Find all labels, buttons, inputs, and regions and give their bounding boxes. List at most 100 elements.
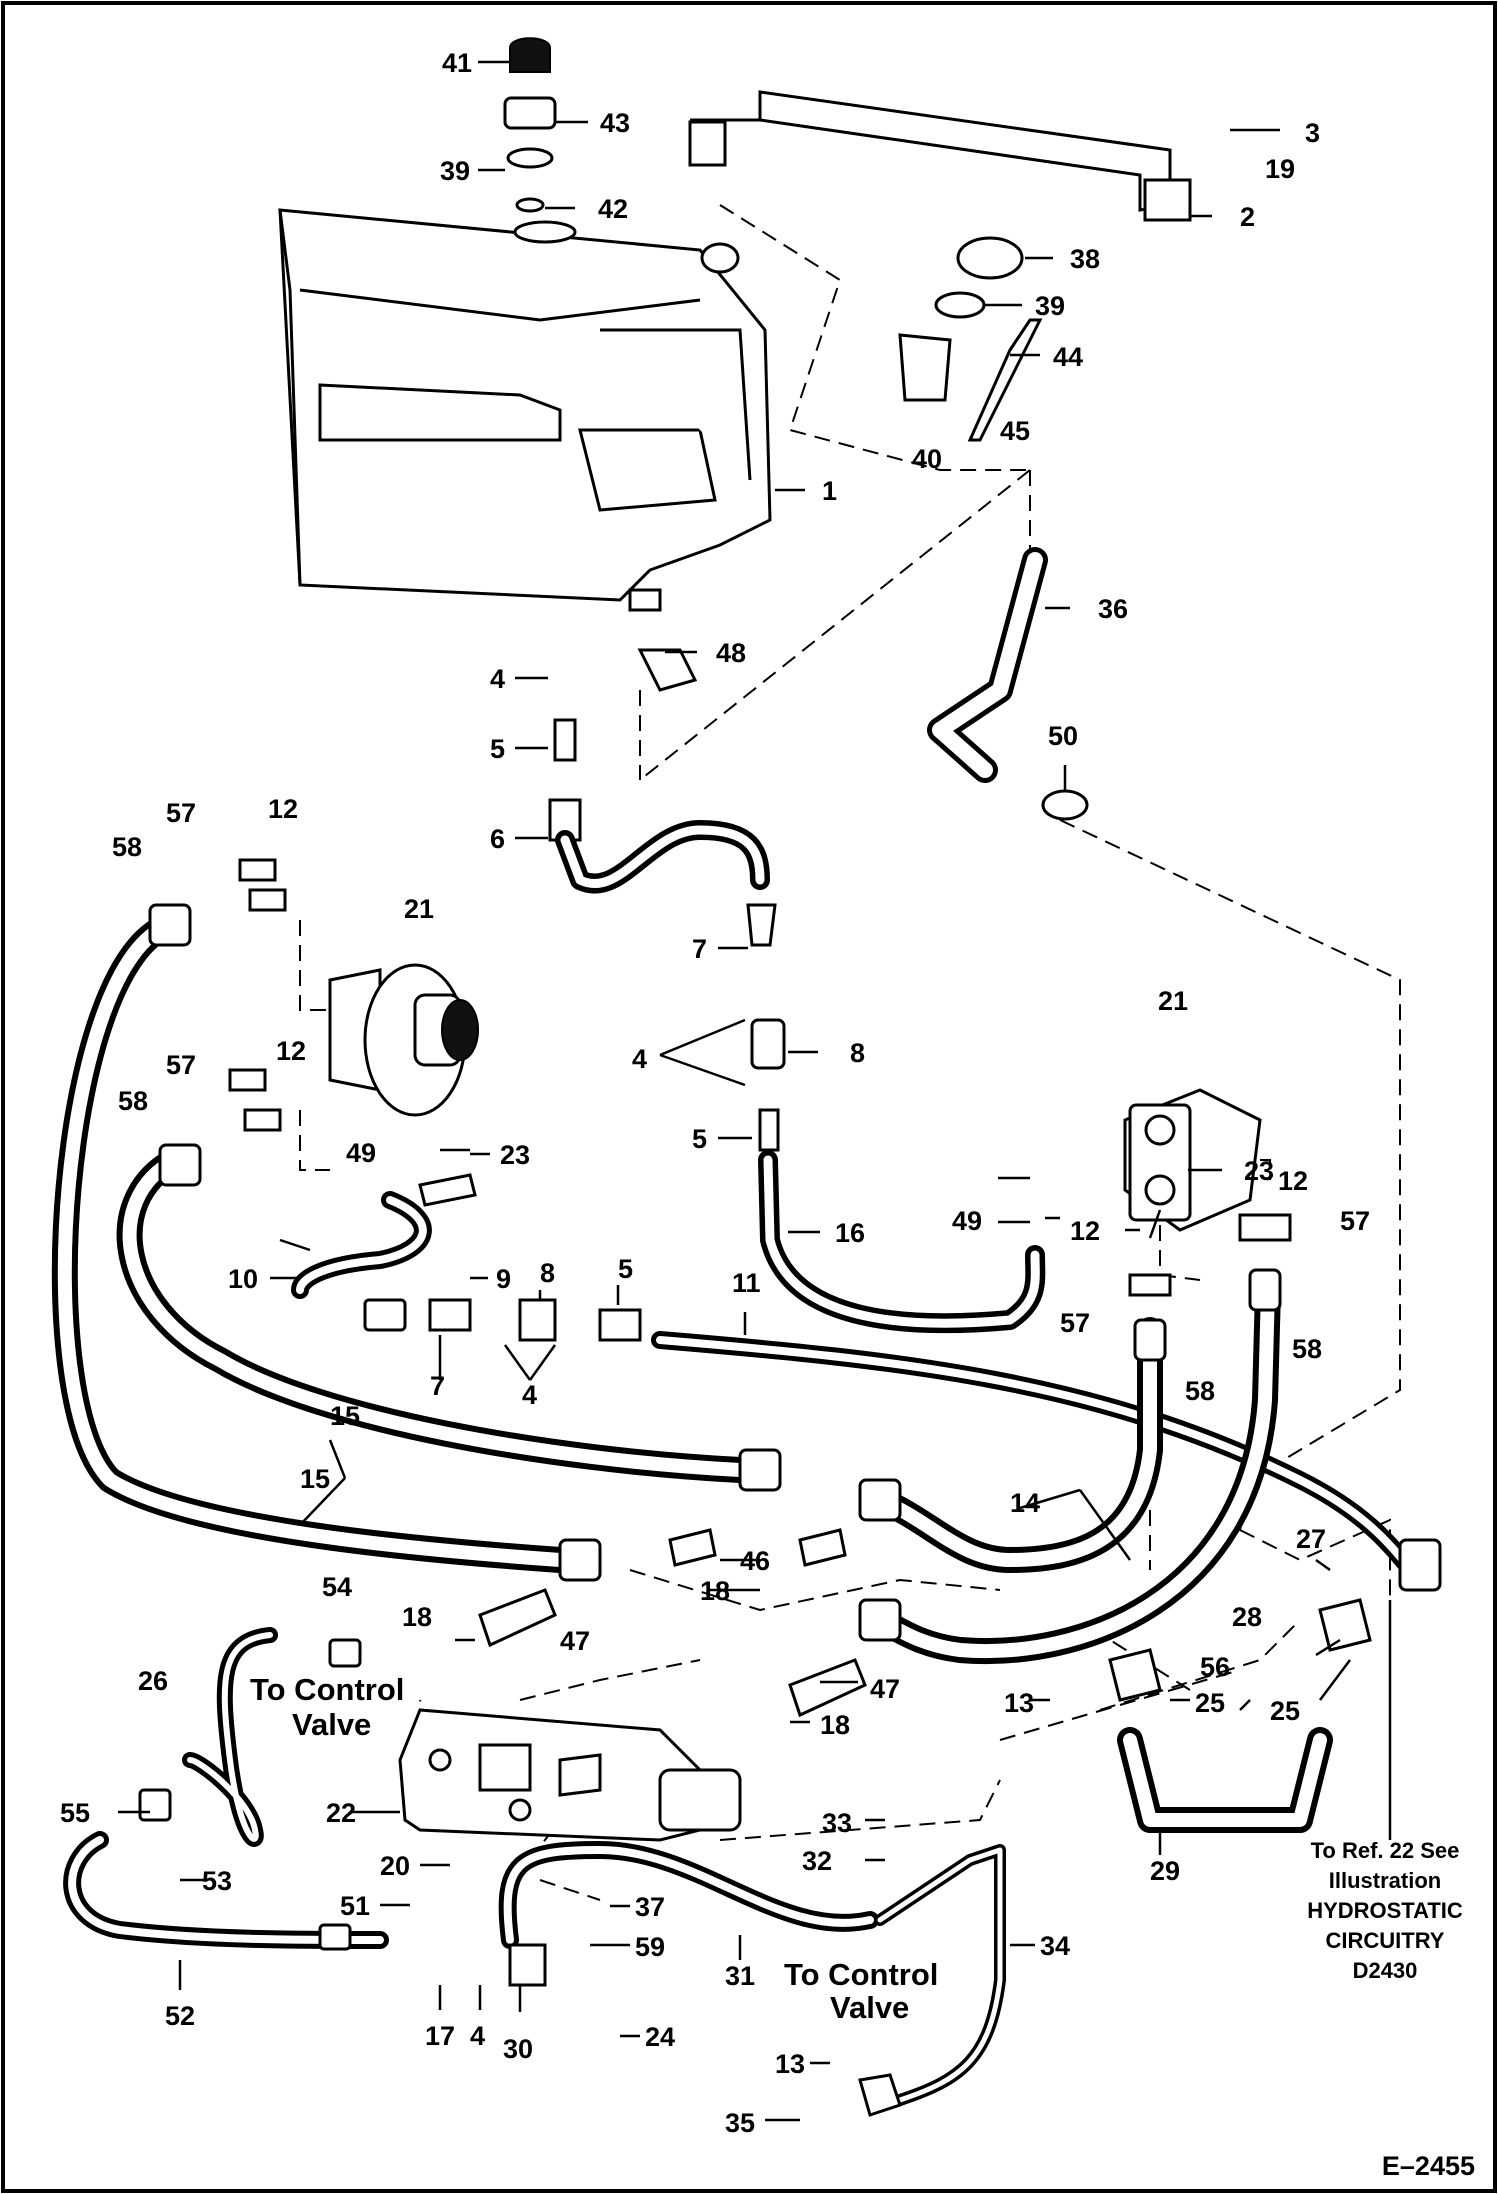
- leader-lines: [118, 60, 1392, 2122]
- callout-49: 49: [952, 1206, 982, 1236]
- callout-45: 45: [1000, 416, 1030, 446]
- callout-7: 7: [692, 934, 707, 964]
- callout-4: 4: [522, 1380, 537, 1410]
- callout-49: 49: [346, 1138, 376, 1168]
- drive-motor-right: [1123, 1088, 1262, 1232]
- callout-56: 56: [1200, 1652, 1230, 1682]
- callout-37: 37: [635, 1892, 665, 1922]
- callout-57: 57: [1340, 1206, 1370, 1236]
- callout-58: 58: [118, 1086, 148, 1116]
- callout-11: 11: [732, 1268, 761, 1298]
- callout-39: 39: [1035, 291, 1065, 321]
- callout-21: 21: [404, 894, 434, 924]
- callout-7: 7: [430, 1371, 445, 1401]
- callout-12: 12: [268, 794, 298, 824]
- callout-57: 57: [1060, 1308, 1090, 1338]
- callout-15: 15: [300, 1464, 330, 1494]
- figure-id: E–2455: [1382, 2151, 1475, 2181]
- callout-18: 18: [820, 1710, 850, 1740]
- callout-26: 26: [138, 1666, 168, 1696]
- callout-34: 34: [1040, 1931, 1070, 1961]
- callout-18: 18: [402, 1602, 432, 1632]
- callout-57: 57: [166, 798, 196, 828]
- callout-39: 39: [440, 156, 470, 186]
- callout-12: 12: [1278, 1166, 1308, 1196]
- callout-5: 5: [490, 734, 505, 764]
- callout-5: 5: [692, 1124, 707, 1154]
- callout-30: 30: [503, 2034, 533, 2064]
- callout-48: 48: [716, 638, 746, 668]
- callout-23: 23: [1244, 1156, 1274, 1186]
- callout-38: 38: [1070, 244, 1100, 274]
- to-control-valve-label-1b: Valve: [292, 1707, 371, 1742]
- callout-57: 57: [166, 1050, 196, 1080]
- callout-18: 18: [700, 1576, 730, 1606]
- callout-25: 25: [1195, 1688, 1225, 1718]
- callout-12: 12: [276, 1036, 306, 1066]
- callout-9: 9: [496, 1264, 511, 1294]
- callout-19: 19: [1265, 154, 1295, 184]
- filler-cap: [956, 236, 1024, 280]
- reference-note-line-5: D2430: [1353, 1958, 1418, 1983]
- callout-31: 31: [725, 1961, 755, 1991]
- callout-13: 13: [1004, 1688, 1034, 1718]
- reference-note-line-4: CIRCUITRY: [1326, 1928, 1445, 1953]
- to-control-valve-label-2b: Valve: [830, 1990, 909, 2025]
- callout-40: 40: [912, 444, 942, 474]
- callout-6: 6: [490, 824, 505, 854]
- callout-21: 21: [1158, 986, 1188, 1016]
- callout-8: 8: [540, 1258, 555, 1288]
- callout-14: 14: [1010, 1488, 1040, 1518]
- callout-5: 5: [618, 1254, 633, 1284]
- callout-labels: 41 43 39 42 3 19 2 38 39 44 40 45 1 36 4…: [60, 48, 1370, 2138]
- callout-29: 29: [1150, 1856, 1180, 1886]
- callout-53: 53: [202, 1866, 232, 1896]
- reference-note-line-3: HYDROSTATIC: [1307, 1898, 1463, 1923]
- callout-41: 41: [442, 48, 472, 78]
- callout-58: 58: [112, 832, 142, 862]
- callout-27: 27: [1296, 1524, 1326, 1554]
- callout-15: 15: [330, 1401, 360, 1431]
- callout-47: 47: [870, 1674, 900, 1704]
- callout-3: 3: [1305, 118, 1320, 148]
- callout-24: 24: [645, 2022, 675, 2052]
- callout-12: 12: [1070, 1216, 1100, 1246]
- callout-36: 36: [1098, 594, 1128, 624]
- callout-52: 52: [165, 2001, 195, 2031]
- callout-23: 23: [500, 1140, 530, 1170]
- callout-43: 43: [600, 108, 630, 138]
- hydrostatic-pump: [398, 1708, 742, 1842]
- callout-20: 20: [380, 1851, 410, 1881]
- callout-54: 54: [322, 1572, 352, 1602]
- callout-8: 8: [850, 1038, 865, 1068]
- annotations: To Control Valve To Control Valve To Ref…: [250, 1672, 1475, 2181]
- reference-note-line-2: Illustration: [1329, 1868, 1441, 1893]
- to-control-valve-label-1: To Control: [250, 1672, 404, 1707]
- callout-35: 35: [725, 2108, 755, 2138]
- callout-59: 59: [635, 1932, 665, 1962]
- callout-4: 4: [490, 664, 505, 694]
- drive-motor-left: [328, 963, 479, 1117]
- callout-10: 10: [228, 1264, 258, 1294]
- callout-44: 44: [1053, 342, 1083, 372]
- callout-4: 4: [470, 2021, 485, 2051]
- callout-33: 33: [822, 1808, 852, 1838]
- parts-artwork: [51, 37, 1442, 2117]
- callout-47: 47: [560, 1626, 590, 1656]
- callout-13: 13: [775, 2049, 805, 2079]
- hydraulic-reservoir-tank: [278, 208, 772, 612]
- to-control-valve-label-2: To Control: [784, 1957, 938, 1992]
- callout-17: 17: [425, 2021, 455, 2051]
- callout-4: 4: [632, 1044, 647, 1074]
- tank-bracket: [690, 90, 1172, 212]
- callout-2: 2: [1240, 202, 1255, 232]
- callout-42: 42: [598, 194, 628, 224]
- callout-22: 22: [326, 1798, 356, 1828]
- callout-58: 58: [1292, 1334, 1322, 1364]
- callout-55: 55: [60, 1798, 90, 1828]
- callout-28: 28: [1232, 1602, 1262, 1632]
- callout-50: 50: [1048, 721, 1078, 751]
- callout-32: 32: [802, 1846, 832, 1876]
